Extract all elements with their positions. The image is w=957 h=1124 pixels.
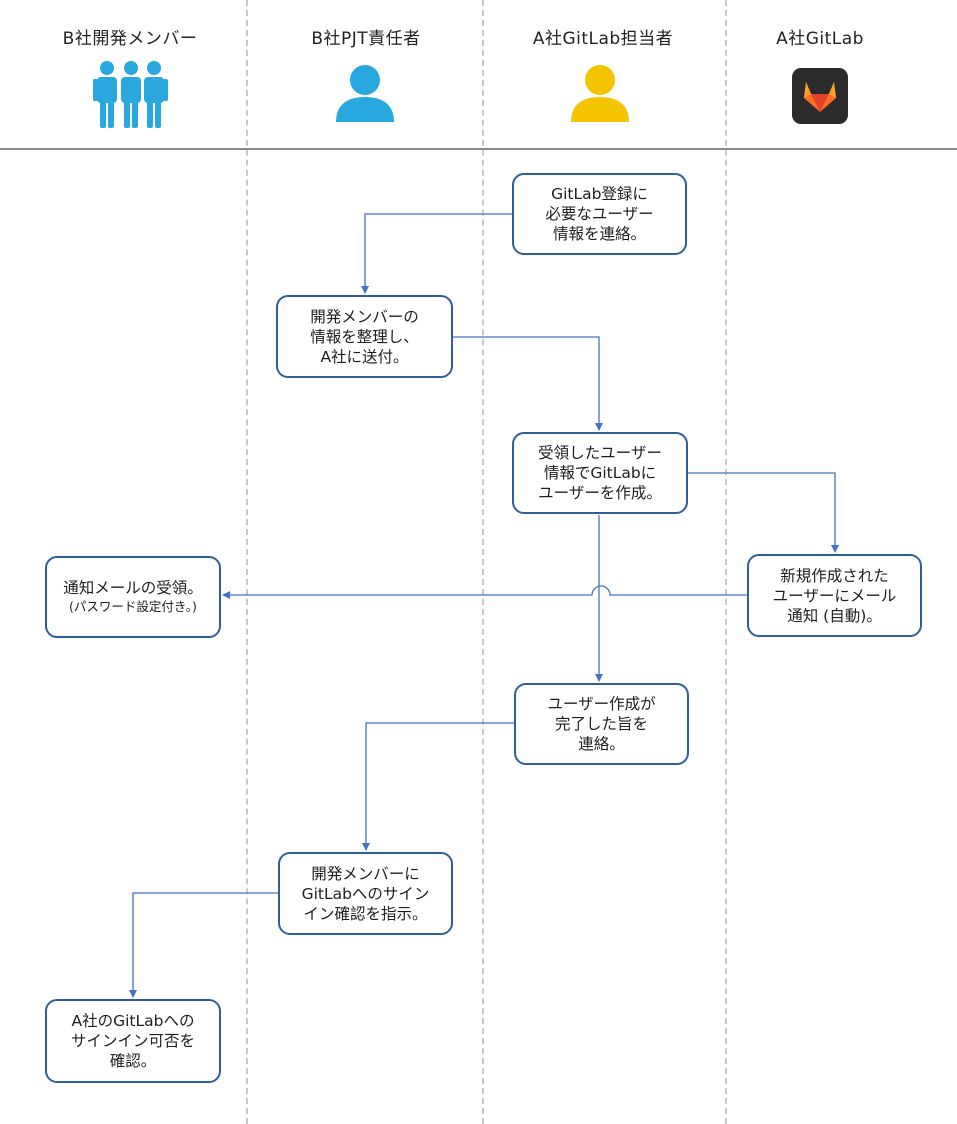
arrow-request-to-send (361, 213, 512, 294)
step-confirm-signin: A社のGitLabへの サインイン可否を 確認。 (45, 999, 221, 1083)
user-icon (336, 65, 394, 122)
gitlab-logo-icon (792, 68, 848, 124)
step-create-gitlab-user: 受領したユーザー 情報でGitLabに ユーザーを作成。 (512, 432, 688, 514)
step-request-user-info: GitLab登録に 必要なユーザー 情報を連絡。 (512, 173, 687, 255)
step-instruct-signin-check: 開発メンバーに GitLabへのサイン イン確認を指示。 (278, 852, 453, 935)
lane-title-a-gitlab-admin: A社GitLab担当者 (532, 29, 674, 49)
user-icon (571, 65, 629, 122)
lane-divider-1 (246, 0, 248, 1124)
lane-title-a-gitlab: A社GitLab (776, 29, 864, 49)
step-send-member-info: 開発メンバーの 情報を整理し、 A社に送付。 (276, 295, 453, 378)
step-auto-mail-notify: 新規作成された ユーザーにメール 通知 (自動)。 (747, 554, 922, 637)
lane-divider-3 (725, 0, 727, 1124)
arrow-instruct-to-confirm (129, 892, 278, 998)
arrow-notify-to-receive (222, 585, 747, 599)
team-icon (93, 61, 168, 128)
lane-divider-2 (482, 0, 484, 1124)
step-receive-mail: 通知メールの受領。 (パスワード設定付き。) (45, 556, 221, 638)
step-report-creation-done: ユーザー作成が 完了した旨を 連絡。 (514, 683, 689, 765)
lane-title-b-dev-members: B社開発メンバー (62, 29, 198, 49)
header-separator (0, 148, 957, 150)
arrow-report-to-instruct (362, 722, 514, 851)
arrow-create-to-notify (688, 472, 839, 553)
lane-title-b-pjt-manager: B社PJT責任者 (311, 29, 421, 49)
arrow-send-to-create (453, 336, 603, 431)
